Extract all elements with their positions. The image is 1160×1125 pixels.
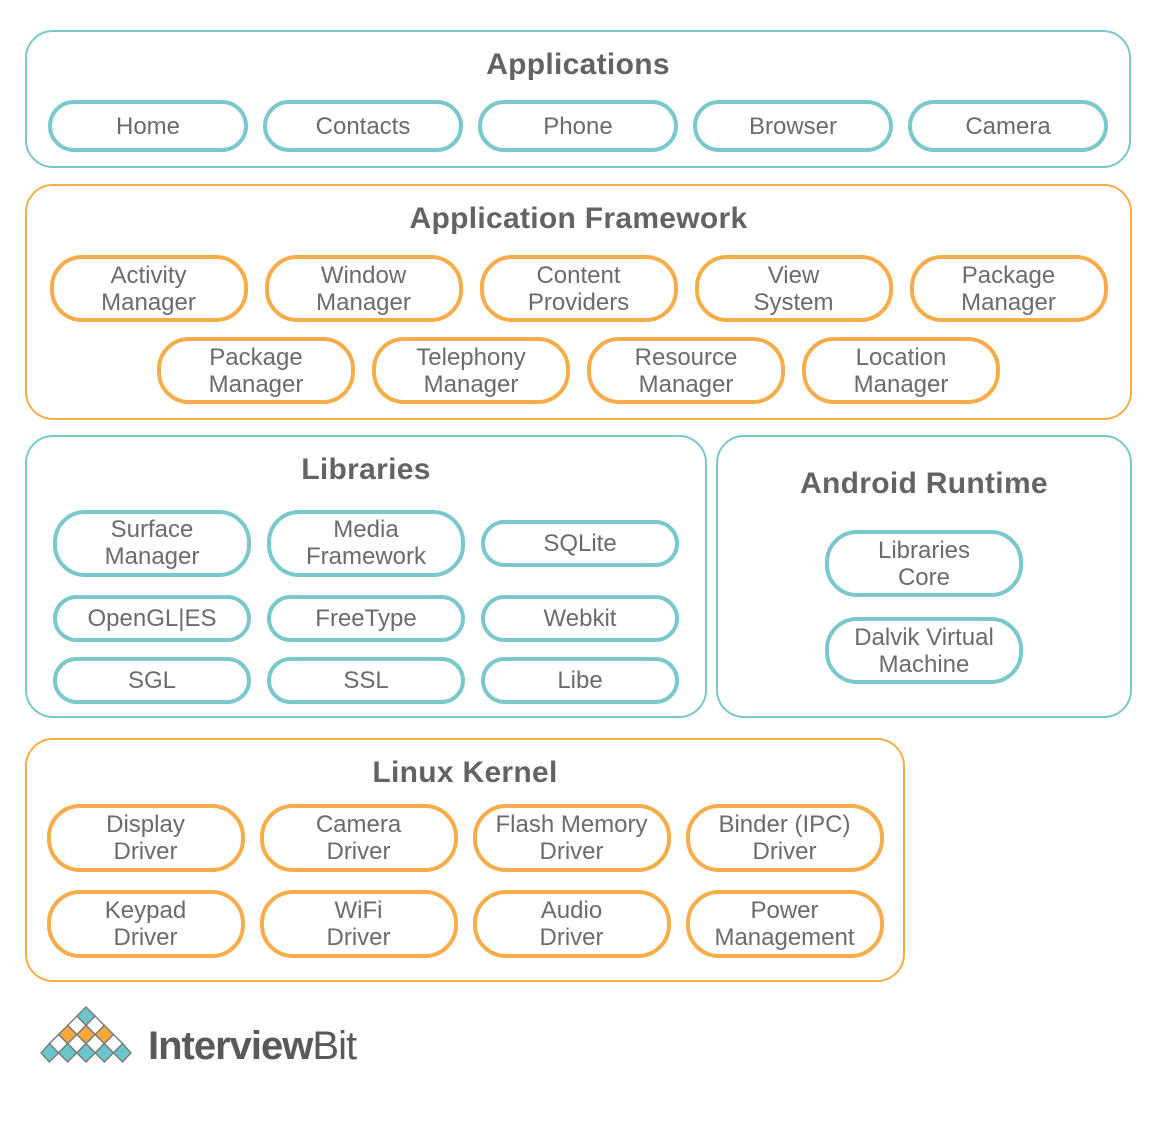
framework-pill-row-2: Package Manager Telephony Manager Resour…: [27, 337, 1130, 404]
pill-view-system: View System: [694, 255, 893, 322]
pill-window-manager: Window Manager: [264, 255, 463, 322]
interviewbit-wordmark: InterviewBit: [148, 1024, 357, 1068]
pill-package-manager-2: Package Manager: [157, 337, 355, 404]
pill-sqlite: SQLite: [481, 519, 679, 567]
section-linux-kernel: Linux Kernel Display Driver Camera Drive…: [25, 738, 905, 982]
pill-audio-driver: Audio Driver: [472, 890, 671, 958]
applications-title: Applications: [486, 48, 670, 81]
pill-phone: Phone: [478, 100, 678, 152]
pill-power-management: Power Management: [685, 890, 884, 958]
libraries-pill-row-2: OpenGL|ES FreeType Webkit: [27, 595, 705, 642]
pill-package-manager: Package Manager: [909, 255, 1108, 322]
pill-home: Home: [48, 100, 248, 152]
logo-text-interview: Interview: [148, 1024, 313, 1068]
logo-text-bit: Bit: [312, 1024, 357, 1068]
pill-libe: Libe: [481, 657, 679, 704]
pill-browser: Browser: [693, 100, 893, 152]
interviewbit-logo: InterviewBit: [40, 1006, 357, 1068]
kernel-pill-row-1: Display Driver Camera Driver Flash Memor…: [27, 804, 903, 872]
pill-camera: Camera: [908, 100, 1108, 152]
linux-kernel-title: Linux Kernel: [372, 756, 558, 789]
android-runtime-title: Android Runtime: [800, 467, 1048, 500]
framework-pill-row-1: Activity Manager Window Manager Content …: [27, 255, 1130, 322]
pill-location-manager: Location Manager: [802, 337, 1000, 404]
applications-pill-row: Home Contacts Phone Browser Camera: [27, 100, 1129, 152]
pill-camera-driver: Camera Driver: [259, 804, 458, 872]
runtime-pill-column: Libraries Core Dalvik Virtual Machine: [718, 530, 1130, 684]
libraries-pill-row-3: SGL SSL Libe: [27, 657, 705, 704]
pill-contacts: Contacts: [263, 100, 463, 152]
kernel-pill-row-2: Keypad Driver WiFi Driver Audio Driver P…: [27, 890, 903, 958]
interviewbit-pyramid-icon: [40, 1006, 132, 1063]
pill-sgl: SGL: [53, 657, 251, 704]
pill-opengl-es: OpenGL|ES: [53, 595, 251, 642]
libraries-pill-row-1: Surface Manager Media Framework SQLite: [27, 509, 705, 577]
pill-dalvik-virtual-machine: Dalvik Virtual Machine: [825, 617, 1023, 684]
pill-ssl: SSL: [267, 657, 465, 704]
section-application-framework: Application Framework Activity Manager W…: [25, 184, 1132, 420]
pill-display-driver: Display Driver: [46, 804, 245, 872]
pill-keypad-driver: Keypad Driver: [46, 890, 245, 958]
pill-content-providers: Content Providers: [479, 255, 678, 322]
pill-freetype: FreeType: [267, 595, 465, 642]
section-android-runtime: Android Runtime Libraries Core Dalvik Vi…: [716, 435, 1132, 718]
section-applications: Applications Home Contacts Phone Browser…: [25, 30, 1131, 168]
pill-telephony-manager: Telephony Manager: [372, 337, 570, 404]
application-framework-title: Application Framework: [409, 202, 748, 235]
pill-flash-memory-driver: Flash Memory Driver: [472, 804, 671, 872]
pill-resource-manager: Resource Manager: [587, 337, 785, 404]
pill-activity-manager: Activity Manager: [49, 255, 248, 322]
section-libraries: Libraries Surface Manager Media Framewor…: [25, 435, 707, 718]
pill-libraries-core: Libraries Core: [825, 530, 1023, 597]
pill-media-framework: Media Framework: [267, 509, 465, 577]
pill-binder-ipc-driver: Binder (IPC) Driver: [685, 804, 884, 872]
pill-webkit: Webkit: [481, 595, 679, 642]
pill-surface-manager: Surface Manager: [53, 509, 251, 577]
pill-wifi-driver: WiFi Driver: [259, 890, 458, 958]
libraries-title: Libraries: [301, 453, 431, 486]
